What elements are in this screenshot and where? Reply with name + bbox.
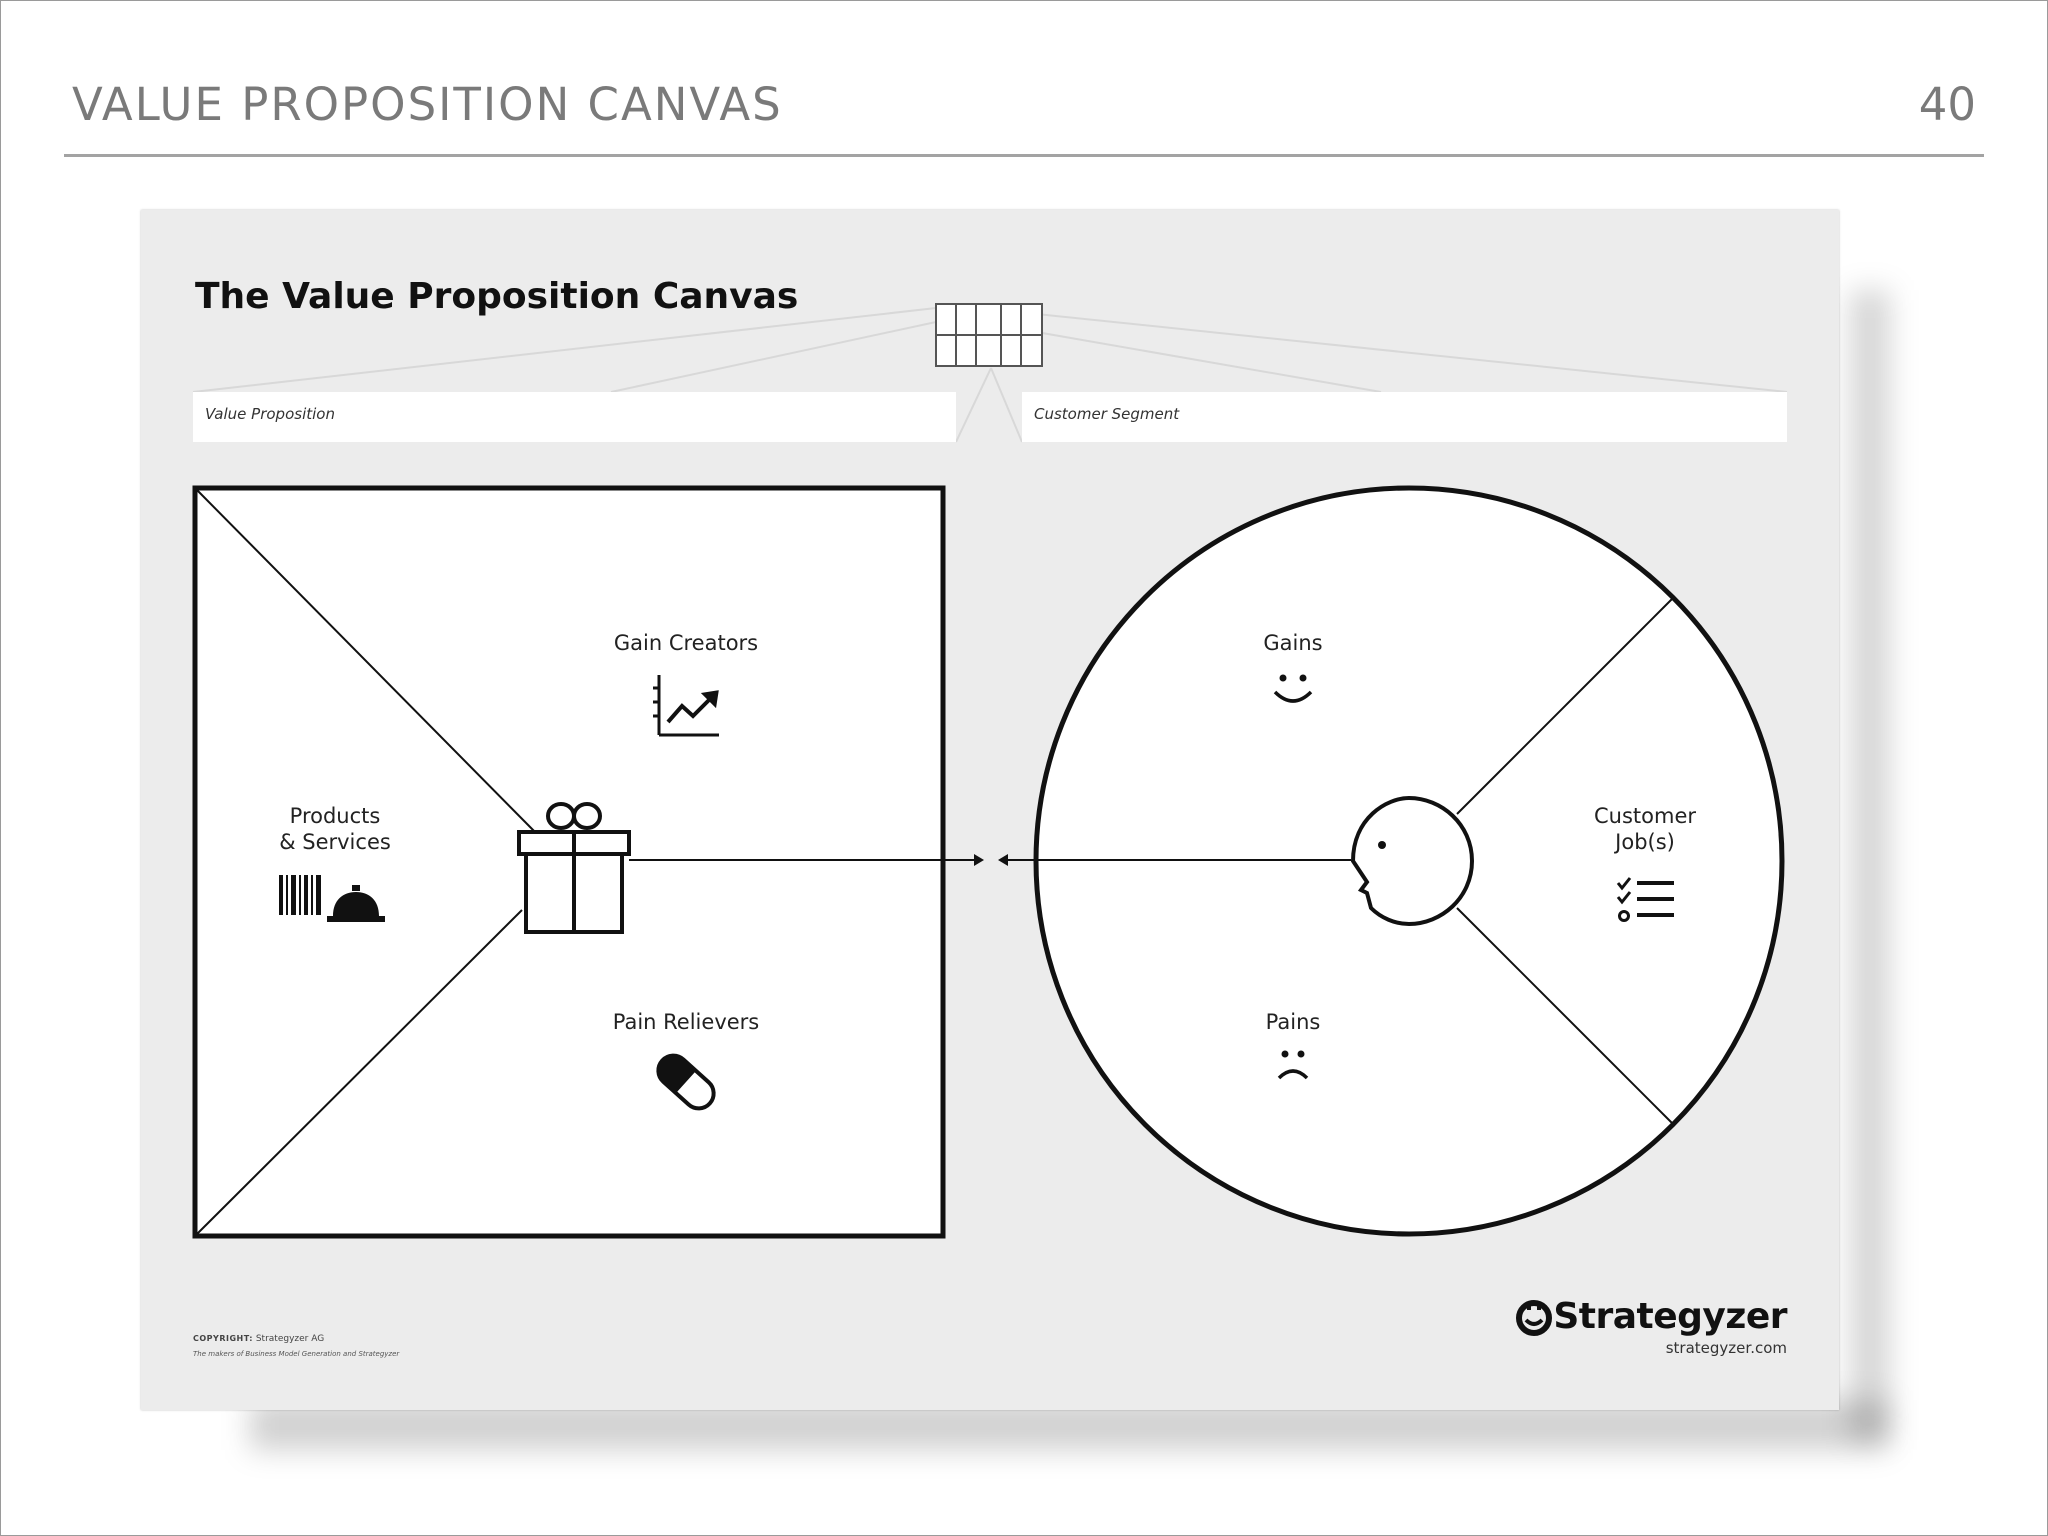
brand-url: strategyzer.com xyxy=(1665,1339,1787,1357)
brand-block: Strategyzer strategyzer.com xyxy=(1515,1296,1787,1357)
customer-segment-field-label: Customer Segment xyxy=(1034,405,1180,423)
strategyzer-logo-icon xyxy=(1516,1299,1553,1336)
customer-segment-field: Customer Segment xyxy=(1022,392,1787,442)
face-icon xyxy=(1350,795,1475,927)
frown-icon xyxy=(1277,1050,1309,1080)
products-services-label: Products & Services xyxy=(279,804,391,854)
fit-arrows xyxy=(629,854,1351,866)
checklist-icon xyxy=(1616,877,1674,922)
pill-icon xyxy=(656,1053,716,1111)
pain-relievers-label: Pain Relievers xyxy=(612,1010,760,1034)
copyright-label: COPYRIGHT: xyxy=(193,1334,253,1343)
tagline: The makers of Business Model Generation … xyxy=(193,1350,400,1358)
chart-trending-up-icon xyxy=(653,675,719,737)
gains-label: Gains xyxy=(1263,631,1323,655)
canvas-shadow-side xyxy=(1850,290,1890,1440)
customer-jobs-label: Customer Job(s) xyxy=(1593,804,1697,854)
value-proposition-canvas-image: The Value Proposition Canvas xyxy=(141,210,1839,1410)
value-proposition-field: Value Proposition xyxy=(193,392,956,442)
page-number: 40 xyxy=(1918,78,1976,131)
thumbnail-connectors xyxy=(192,307,1788,443)
gain-creators-label: Gain Creators xyxy=(613,631,759,655)
canvas-title: The Value Proposition Canvas xyxy=(195,276,799,317)
pains-label: Pains xyxy=(1265,1010,1321,1034)
brand-name: Strategyzer xyxy=(1553,1296,1787,1337)
gift-icon xyxy=(517,802,631,934)
value-proposition-field-label: Value Proposition xyxy=(205,405,335,423)
canvas-thumbnail-icon xyxy=(935,303,1043,367)
title-divider xyxy=(64,154,1984,157)
copyright-holder: Strategyzer AG xyxy=(255,1334,325,1344)
canvas-diagram xyxy=(192,303,1788,1239)
smile-icon xyxy=(1273,674,1313,703)
copyright-line: COPYRIGHT: Strategyzer AG xyxy=(193,1334,324,1344)
slide-title: VALUE PROPOSITION CANVAS xyxy=(72,78,783,131)
barcode-and-service-bell-icon xyxy=(279,875,385,922)
